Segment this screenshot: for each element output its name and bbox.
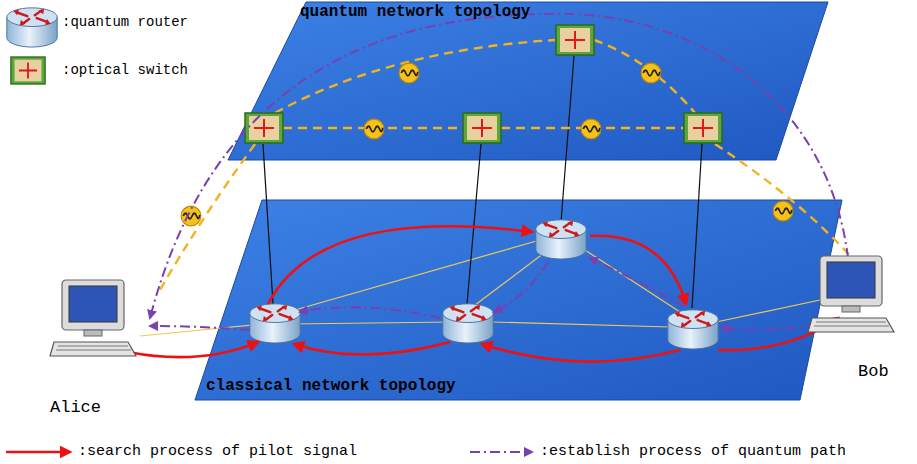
legend-text: :quantum router	[62, 14, 188, 30]
quantum-plane	[228, 2, 828, 160]
plane-title: quantum network topology	[300, 3, 530, 21]
computer-node: Bob	[806, 252, 896, 384]
node-name: Alice	[50, 398, 101, 418]
mapping-lines	[263, 56, 702, 308]
node-name: Bob	[858, 362, 889, 382]
legend-red-arrow	[6, 451, 70, 454]
computer-icon	[806, 252, 896, 337]
classical-plane	[195, 200, 842, 400]
legend-text: :search process of pilot signal	[78, 443, 357, 460]
plane-title: classical network topology	[206, 377, 456, 395]
legend-switch-icon	[11, 57, 45, 84]
legend-text: :establish process of quantum path	[540, 443, 846, 460]
photons	[181, 63, 793, 226]
optical-switches	[245, 25, 722, 143]
pilot-search-arrows	[128, 226, 838, 361]
computer-node: Alice	[48, 276, 138, 420]
legend-router-icon	[7, 8, 57, 47]
legend-purple-arrow	[470, 451, 532, 453]
quantum-links	[160, 40, 852, 290]
computer-icon	[48, 276, 138, 361]
quantum-routers	[250, 220, 718, 349]
legend-text: :optical switch	[62, 62, 188, 78]
quantum-path-arrows	[150, 14, 848, 330]
